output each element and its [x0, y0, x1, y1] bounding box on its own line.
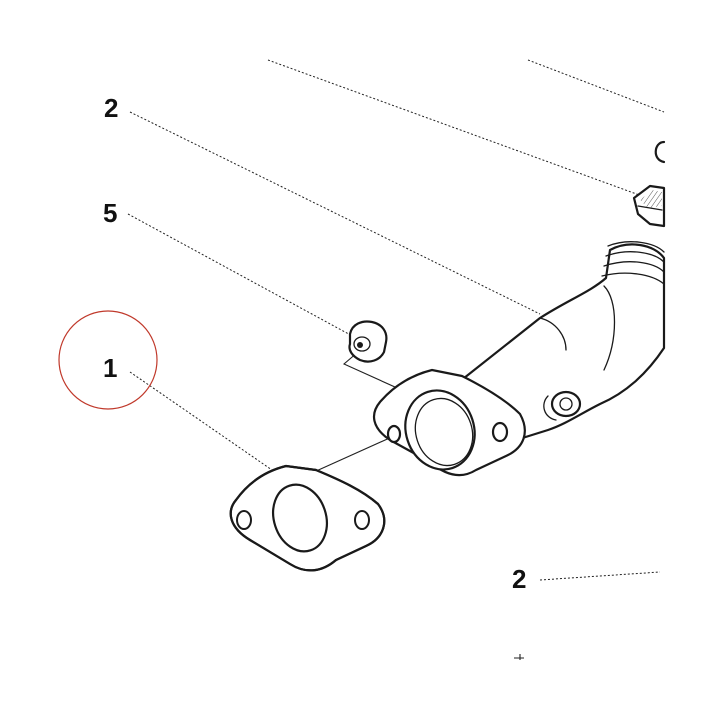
leader-line-1 [129, 371, 273, 471]
tick-mark [514, 654, 524, 660]
small-washer-edge [654, 140, 666, 164]
pipe-flange [372, 368, 526, 477]
flange-gasket [229, 464, 386, 572]
leader-line-top-left [267, 59, 643, 197]
callout-5: 5 [103, 198, 117, 228]
highlight-circle [58, 310, 158, 410]
leader-line-2-bottom [539, 571, 661, 581]
hex-nut [348, 320, 388, 363]
leader-line-top-right [527, 59, 665, 113]
leader-line-2-top [129, 111, 541, 315]
flange-nut-upper [632, 184, 666, 228]
gasket-stud-guide [313, 435, 395, 473]
leader-line-5 [127, 213, 357, 339]
callout-2-bottom: 2 [512, 564, 526, 594]
callout-2-top: 2 [104, 93, 118, 123]
exhaust-downpipe [452, 241, 666, 442]
callout-1: 1 [103, 353, 117, 383]
